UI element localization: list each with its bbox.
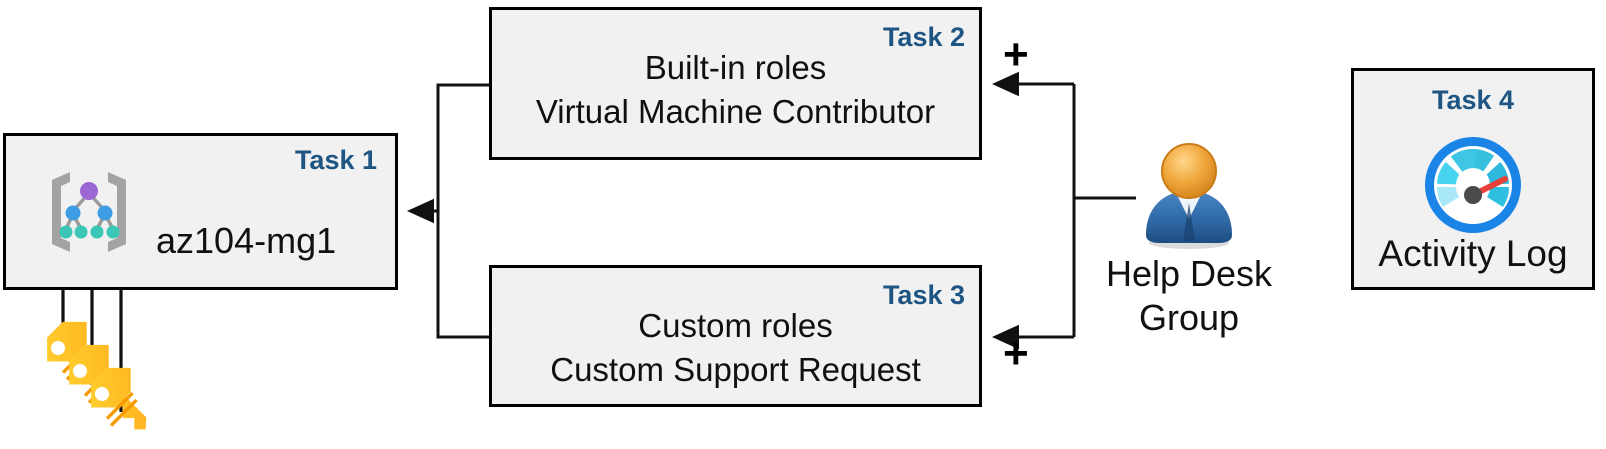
plus-icon-task3: + — [1003, 329, 1029, 378]
task2-box[interactable]: Task 2 Built-in roles Virtual Machine Co… — [489, 7, 982, 160]
actor-label: Help Desk Group — [1105, 253, 1273, 338]
task1-label: az104-mg1 — [156, 220, 337, 261]
management-group-icon — [52, 172, 126, 252]
task3-box[interactable]: Task 3 Custom roles Custom Support Reque… — [489, 265, 982, 407]
task4-tag: Task 4 — [1431, 85, 1515, 115]
task4-box[interactable]: Task 4 Activity Log — [1351, 68, 1595, 290]
user-group-icon — [1146, 143, 1232, 249]
task1-box[interactable]: Task 1 az104-mg1 — [3, 133, 398, 290]
task3-text: Custom roles Custom Support Request — [550, 307, 921, 388]
task2-text: Built-in roles Virtual Machine Contribut… — [535, 49, 936, 130]
task3-tag: Task 3 — [882, 280, 965, 310]
keys-icon — [47, 321, 147, 430]
activity-log-gauge-icon — [1425, 137, 1521, 233]
plus-icon-task2: + — [1003, 30, 1029, 79]
task1-tag: Task 1 — [294, 145, 377, 175]
task2-tag: Task 2 — [882, 22, 965, 52]
task4-label: Activity Log — [1378, 233, 1568, 274]
